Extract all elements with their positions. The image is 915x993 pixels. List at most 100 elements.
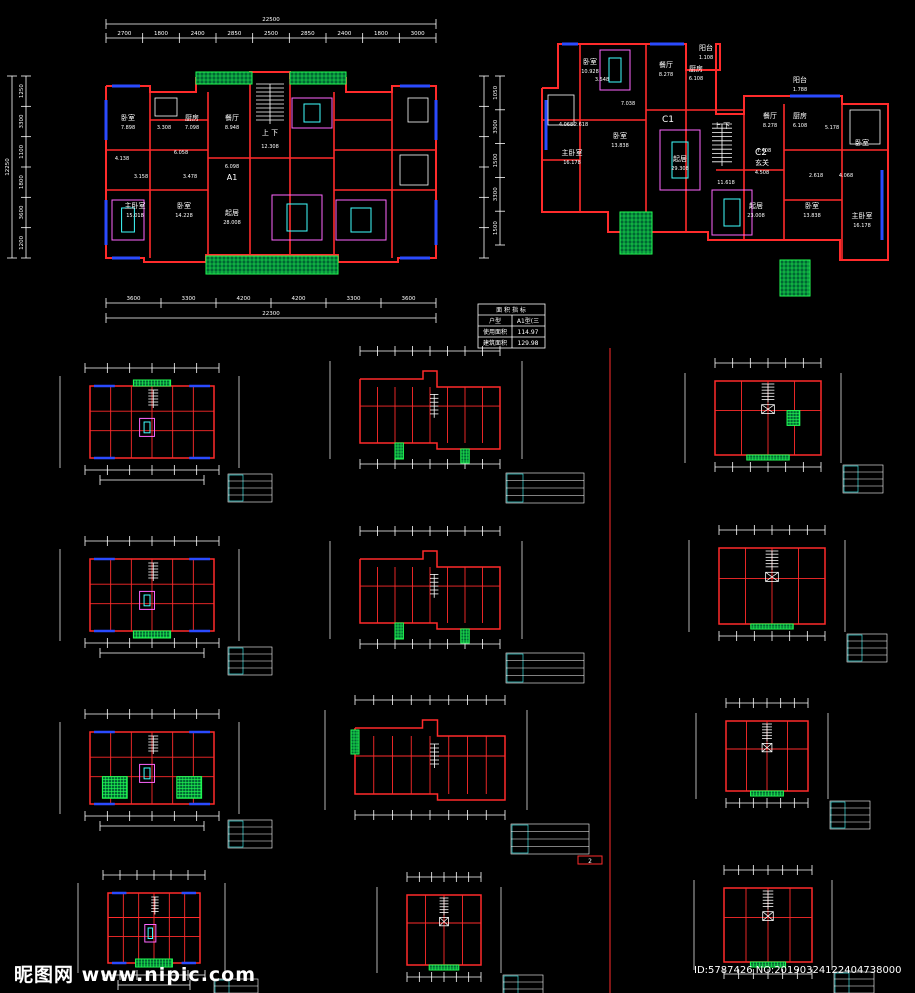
room-name-a1: 起居 — [225, 209, 239, 217]
room-area-c: 23.008 — [747, 213, 765, 219]
room-area-c: 7.038 — [621, 101, 635, 107]
room-area-c: 4.068 — [559, 122, 573, 128]
page-number: 2 — [588, 858, 592, 865]
unit-label-c1: C1 — [662, 115, 674, 125]
room-area-a1: 3.478 — [183, 174, 197, 180]
dimension-total: 22500 — [262, 17, 280, 23]
room-area-a1: 14.228 — [175, 213, 193, 219]
room-area-a1: 28.008 — [223, 220, 241, 226]
room-area-a1: 4.138 — [115, 156, 129, 162]
room-area-a1: 8.948 — [225, 125, 239, 131]
room-name-c: 卧室 — [613, 131, 627, 140]
dimension-label: 4200 — [292, 296, 306, 302]
room-area-c: 13.838 — [803, 213, 821, 219]
dimension-label: 1250 — [19, 84, 25, 98]
room-name-c: 卧室 — [805, 201, 819, 210]
room-area-c: 2.618 — [574, 122, 588, 128]
room-name-a1: 餐厅 — [225, 113, 239, 122]
room-name-c: 主卧室 — [562, 148, 583, 157]
dimension-label: 3600 — [402, 296, 416, 302]
dimension-label: 1050 — [493, 85, 499, 99]
plan-text-layer: 2700 1800 2400 2850 2500 2850 2400 1800 3000 2250… — [5, 17, 873, 865]
dimension-label: 1800 — [154, 31, 168, 37]
area-table-label: 使用面积 — [483, 328, 507, 336]
area-table-title: 面 积 指 标 — [496, 306, 526, 314]
dimension-label: 2850 — [227, 31, 241, 37]
room-name-c: 起居 — [673, 155, 687, 163]
dimension-label: 3300 — [182, 296, 196, 302]
room-area-a1: 15.018 — [126, 213, 144, 219]
dimension-label: 2700 — [117, 31, 131, 37]
room-name-c: 玄关 — [755, 158, 769, 167]
room-area-a1: 12.308 — [261, 144, 279, 150]
stair-label-c: 上 下 — [714, 121, 730, 130]
dimension-label: 1800 — [19, 175, 25, 189]
area-table-value: 114.97 — [518, 329, 539, 336]
area-table-label: 建筑面积 — [483, 339, 507, 347]
room-name-c: 餐厅 — [763, 111, 777, 120]
dimension-label: 2400 — [191, 31, 205, 37]
room-area-c: 7.408 — [757, 148, 771, 154]
dimension-label: 1800 — [374, 31, 388, 37]
dimension-label: 3600 — [19, 205, 25, 219]
room-area-c: 11.618 — [717, 180, 735, 186]
nipic-image-id: ID:5787426 NO:20190324122404738000 — [694, 965, 902, 976]
room-area-c: 10.928 — [581, 69, 599, 75]
dimension-label: 3300 — [19, 114, 25, 128]
dimension-label: 2400 — [337, 31, 351, 37]
room-area-a1: 6.058 — [174, 150, 188, 156]
room-area-c: 3.548 — [595, 77, 609, 83]
stair-label-a1: 上 下 — [262, 128, 278, 137]
room-area-c: 2.618 — [809, 173, 823, 179]
room-area-c: 16.178 — [563, 160, 581, 166]
area-table-value: A1型(三 — [517, 317, 539, 325]
dimension-label: 2850 — [301, 31, 315, 37]
room-name-c: 卧室 — [855, 138, 869, 147]
room-area-c: 4.508 — [755, 170, 769, 176]
dimension-total: 12250 — [5, 158, 11, 176]
room-name-c: 厨房 — [793, 111, 807, 120]
dimension-label: 2500 — [264, 31, 278, 37]
room-area-c: 5.178 — [825, 125, 839, 131]
room-area-c: 13.838 — [611, 143, 629, 149]
room-area-c: 8.278 — [763, 123, 777, 129]
nipic-watermark-logo: 昵图网 www.nipic.com — [14, 964, 257, 986]
unit-label-c2: C2 — [755, 148, 767, 158]
floor-plan-artwork — [7, 19, 889, 993]
room-name-a1: 厨房 — [185, 113, 199, 122]
room-area-c: 8.278 — [659, 72, 673, 78]
room-name-c: 阳台 — [793, 75, 807, 84]
room-name-c: 主卧室 — [852, 211, 873, 220]
room-area-c: 6.108 — [793, 123, 807, 129]
room-name-c: 厨房 — [689, 64, 703, 73]
room-area-c: 4.068 — [839, 173, 853, 179]
dimension-label: 1500 — [493, 153, 499, 167]
unit-label-a1: A1 — [227, 173, 238, 182]
dimension-label: 3300 — [493, 187, 499, 201]
room-name-c: 卧室 — [583, 57, 597, 66]
room-area-c: 29.308 — [671, 166, 689, 172]
room-name-a1: 卧室 — [177, 201, 191, 210]
dimension-label: 1500 — [493, 221, 499, 235]
dimension-label: 3600 — [127, 296, 141, 302]
area-table-value: 129.98 — [518, 340, 539, 347]
dimension-total: 22300 — [262, 311, 280, 317]
room-area-a1: 6.098 — [225, 164, 239, 170]
room-name-a1: 卧室 — [121, 113, 135, 122]
room-area-c: 1.788 — [793, 87, 807, 93]
room-name-a1: 主卧室 — [125, 201, 146, 210]
room-area-a1: 3.308 — [157, 125, 171, 131]
dimension-label: 1200 — [19, 235, 25, 249]
room-name-c: 阳台 — [699, 43, 713, 52]
area-table-label: 户型 — [489, 317, 501, 325]
dimension-label: 4200 — [237, 296, 251, 302]
room-area-a1: 7.098 — [185, 125, 199, 131]
room-name-c: 起居 — [749, 202, 763, 210]
dimension-label: 1100 — [19, 144, 25, 158]
room-area-c: 16.178 — [853, 223, 871, 229]
room-area-c: 6.108 — [689, 76, 703, 82]
dimension-label: 3000 — [411, 31, 425, 37]
room-name-c: 餐厅 — [659, 60, 673, 69]
dimension-label: 3300 — [493, 119, 499, 133]
